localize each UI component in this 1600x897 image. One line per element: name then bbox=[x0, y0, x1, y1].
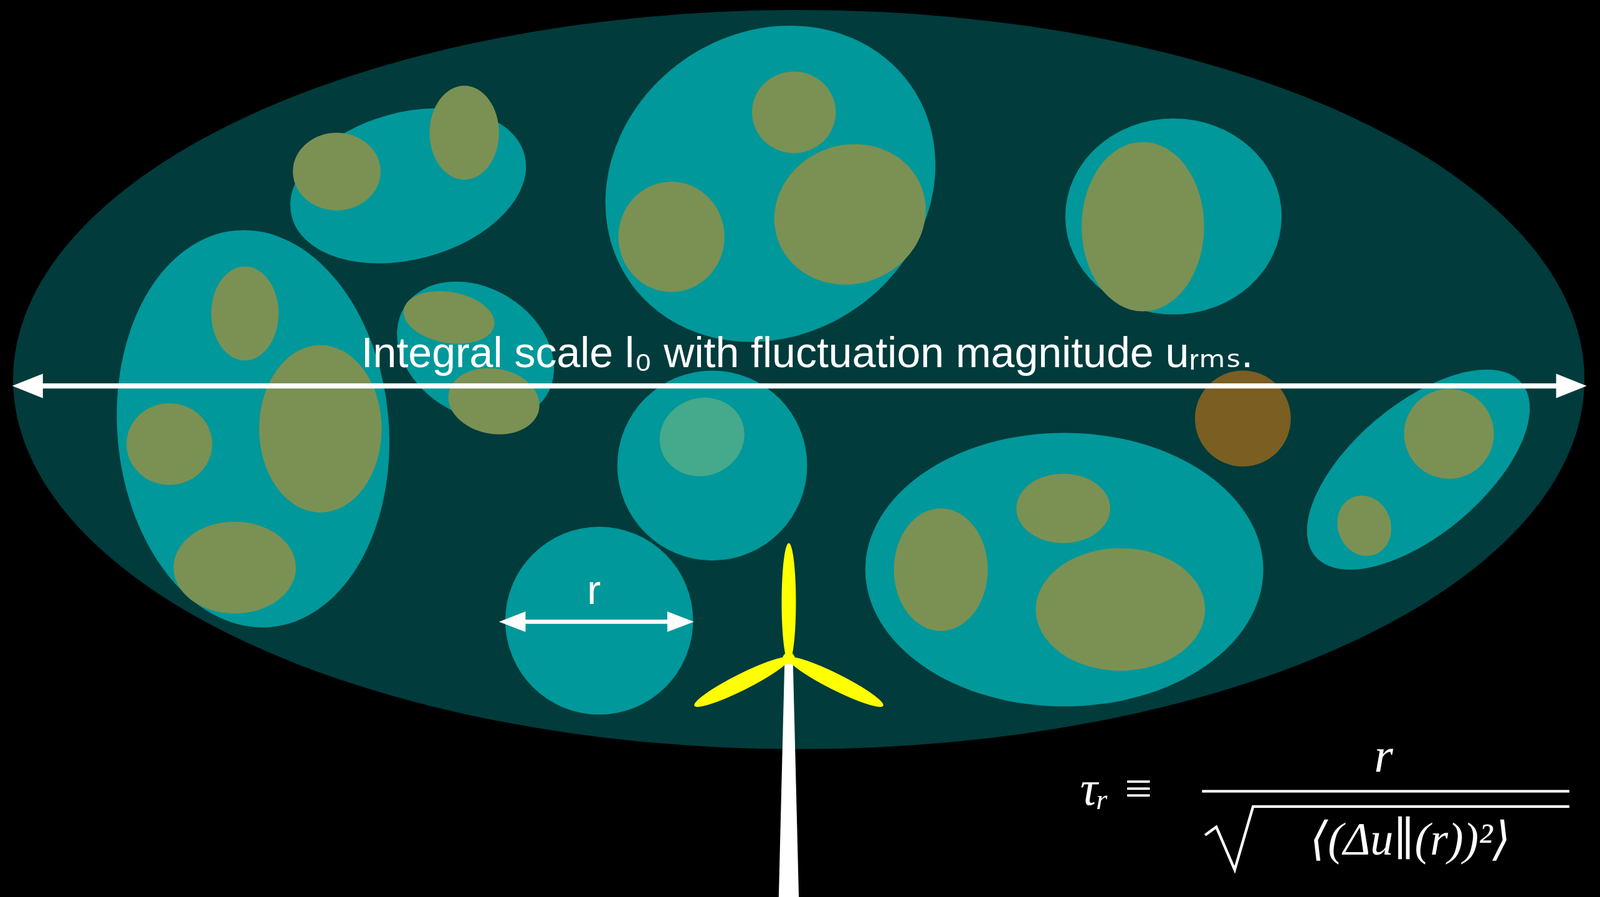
node-outline bbox=[13, 9, 1585, 749]
turbine-hub bbox=[782, 652, 796, 665]
small-eddy bbox=[1035, 547, 1205, 671]
r-scale-arrow bbox=[499, 611, 695, 632]
eddy-of-size-r: r bbox=[505, 526, 693, 715]
arrowhead bbox=[12, 373, 43, 398]
arrowhead bbox=[1556, 373, 1587, 398]
arrowhead bbox=[667, 611, 695, 632]
small-eddy bbox=[292, 132, 381, 210]
node-outline bbox=[505, 526, 693, 715]
turbine-blade bbox=[781, 542, 797, 662]
text-anchor: r bbox=[586, 566, 601, 614]
small-eddy bbox=[442, 360, 545, 442]
text-anchor: ⟨(Δu∥(r))²⟩ bbox=[1309, 812, 1511, 866]
turbine-blade bbox=[690, 650, 794, 713]
formula-lhs: τᵣ ≡ bbox=[1080, 760, 1155, 817]
brown-eddy bbox=[1195, 370, 1291, 467]
formula-denominator: ⟨(Δu∥(r))²⟩ bbox=[1309, 812, 1511, 866]
eddy bbox=[1272, 332, 1564, 607]
eddy bbox=[272, 83, 544, 288]
integral-scale-arrow bbox=[12, 373, 1587, 398]
scale-label: r bbox=[586, 566, 601, 614]
text-anchor: Integral scale l₀ with fluctuation magni… bbox=[361, 327, 1253, 377]
fraction-bar bbox=[1201, 789, 1570, 792]
text-anchor: r bbox=[1374, 727, 1394, 784]
node-shape bbox=[13, 9, 1585, 749]
eddy bbox=[865, 432, 1264, 706]
small-eddy bbox=[429, 85, 499, 181]
formula-numerator: r bbox=[1374, 727, 1394, 784]
small-eddy bbox=[618, 181, 724, 293]
eddy bbox=[1065, 118, 1282, 315]
small-eddy bbox=[259, 345, 382, 513]
square-root-sign bbox=[1204, 806, 1570, 870]
small-eddy bbox=[1016, 473, 1111, 543]
illustration-group bbox=[12, 0, 1587, 897]
small-eddy bbox=[752, 71, 836, 154]
eddy bbox=[617, 370, 808, 561]
eddy bbox=[370, 252, 580, 450]
scale-caption: Integral scale l₀ with fluctuation magni… bbox=[361, 327, 1253, 377]
eddy bbox=[543, 0, 998, 406]
small-eddy bbox=[399, 284, 499, 351]
small-eddy bbox=[1404, 388, 1495, 479]
small-eddy bbox=[894, 508, 989, 632]
eddy bbox=[100, 218, 406, 639]
turbine-tower bbox=[778, 657, 800, 897]
small-eddy bbox=[126, 403, 213, 485]
small-eddy bbox=[1081, 142, 1205, 312]
node-shape bbox=[505, 526, 693, 715]
small-eddy bbox=[173, 521, 296, 614]
small-eddy bbox=[211, 266, 279, 361]
r-scale-arrow-line bbox=[520, 619, 673, 624]
small-eddy bbox=[648, 385, 756, 488]
turbine-blade bbox=[784, 650, 887, 713]
integral-scale-arrow-line bbox=[36, 383, 1562, 389]
text-anchor: τᵣ ≡ bbox=[1080, 760, 1155, 817]
arrowhead bbox=[499, 611, 526, 632]
small-eddy bbox=[754, 122, 946, 306]
small-eddy bbox=[1328, 487, 1400, 564]
integral-scale-region: r Integral scale l₀ with fluctuation magn… bbox=[13, 9, 1585, 749]
wind-turbine bbox=[690, 542, 888, 897]
